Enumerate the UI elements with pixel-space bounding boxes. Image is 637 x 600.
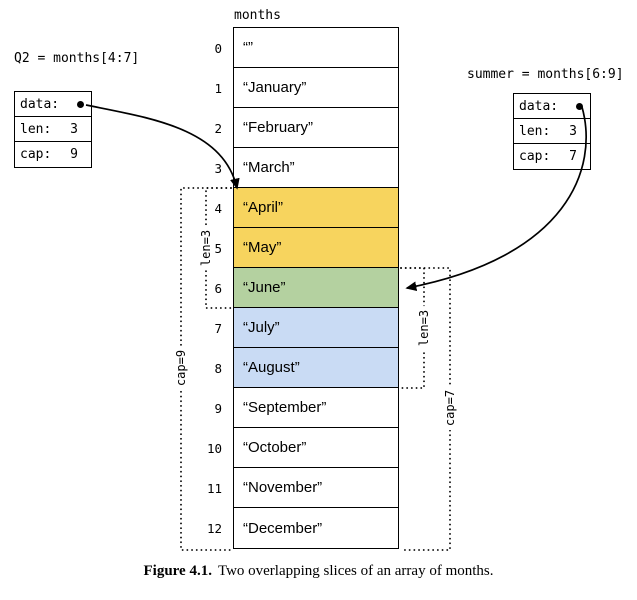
array-cell: “January” (234, 68, 398, 108)
figure-number: Figure 4.1. (143, 563, 212, 579)
cell-index: 7 (214, 321, 222, 336)
cell-value: “January” (243, 79, 307, 96)
field-value: 3 (569, 123, 577, 139)
field-value: 3 (70, 121, 78, 137)
summer-len-row: len: 3 (514, 119, 590, 144)
array-cell: “October” (234, 428, 398, 468)
q2-slice-title: Q2 = months[4:7] (14, 51, 140, 66)
cell-index: 1 (214, 81, 222, 96)
array-cell: “December” (234, 508, 398, 548)
cell-index: 6 (214, 281, 222, 296)
cell-index: 3 (214, 161, 222, 176)
cell-value: “” (243, 39, 253, 56)
q2-cap-row: cap: 9 (15, 142, 91, 167)
q2-data-row: data: (15, 92, 91, 117)
summer-data-row: data: (514, 94, 590, 119)
array-label: months (234, 8, 281, 23)
q2-cap-bracket-label: cap=9 (172, 345, 190, 391)
array-cell: “February” (234, 108, 398, 148)
array-cell: “August” (234, 348, 398, 388)
figure-caption: Figure 4.1. Two overlapping slices of an … (0, 563, 637, 580)
field-label: len: (519, 123, 551, 139)
field-value: 9 (70, 147, 78, 162)
cell-value: “April” (243, 199, 283, 216)
cell-index: 2 (214, 121, 222, 136)
cell-value: “February” (243, 119, 314, 136)
array-cell: “” (234, 28, 398, 68)
months-array: “” “January” “February” “March” “April” … (233, 27, 399, 549)
cell-index: 0 (214, 41, 222, 56)
array-cell: “April” (234, 188, 398, 228)
cell-index: 12 (206, 521, 222, 536)
cell-value: “May” (243, 239, 282, 256)
summer-len-bracket-label: len=3 (415, 305, 433, 351)
array-cell: “June” (234, 268, 398, 308)
field-label: cap: (519, 149, 551, 164)
summer-slice-title: summer = months[6:9] (467, 67, 624, 82)
cell-value: “March” (243, 159, 295, 176)
array-cell: “November” (234, 468, 398, 508)
cell-value: “November” (243, 479, 323, 496)
field-label: data: (519, 98, 559, 114)
summer-cap-bracket-label: cap=7 (441, 385, 459, 431)
array-cell: “May” (234, 228, 398, 268)
index-column: 0 1 2 3 4 5 6 7 8 9 10 11 12 (186, 29, 222, 549)
figure-text: Two overlapping slices of an array of mo… (217, 563, 494, 579)
array-cell: “September” (234, 388, 398, 428)
cell-value: “July” (243, 319, 280, 336)
summer-cap-row: cap: 7 (514, 144, 590, 169)
q2-slice-struct: data: len: 3 cap: 9 (14, 91, 92, 168)
cell-value: “June” (243, 279, 286, 296)
q2-len-bracket-label: len=3 (197, 225, 215, 271)
field-label: len: (20, 121, 52, 137)
field-label: cap: (20, 147, 52, 162)
q2-len-row: len: 3 (15, 117, 91, 142)
pointer-dot (576, 102, 583, 110)
field-label: data: (20, 96, 60, 112)
cell-value: “October” (243, 439, 307, 456)
cell-index: 11 (206, 481, 222, 496)
pointer-dot (77, 100, 84, 108)
summer-slice-struct: data: len: 3 cap: 7 (513, 93, 591, 170)
array-cell: “March” (234, 148, 398, 188)
cell-value: “August” (243, 359, 300, 376)
cell-index: 9 (214, 401, 222, 416)
cell-value: “December” (243, 519, 323, 537)
cell-index: 8 (214, 361, 222, 376)
field-value: 7 (569, 149, 577, 164)
array-cell: “July” (234, 308, 398, 348)
cell-index: 10 (206, 441, 222, 456)
cell-value: “September” (243, 399, 327, 416)
cell-index: 4 (214, 201, 222, 216)
